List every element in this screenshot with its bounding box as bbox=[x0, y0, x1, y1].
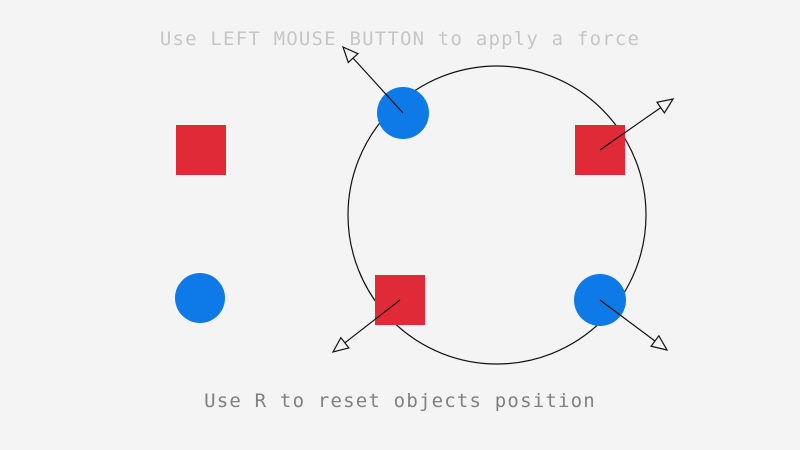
boundary-layer bbox=[347, 65, 647, 365]
hint-text-apply-force: Use LEFT MOUSE BUTTON to apply a force bbox=[159, 28, 641, 50]
force-vector-bottom-right-circle bbox=[599, 299, 669, 351]
boundary-circle bbox=[347, 65, 647, 365]
square-left-static[interactable] bbox=[176, 125, 226, 175]
circle-top-left-static[interactable] bbox=[175, 273, 225, 323]
force-vectors-layer bbox=[331, 45, 675, 353]
hint-text-reset: Use R to reset objects position bbox=[204, 390, 596, 412]
force-vector-bottom-left-square bbox=[331, 299, 401, 353]
force-vector-top-right-square bbox=[599, 98, 675, 151]
force-vector-top-circle bbox=[341, 45, 404, 114]
bodies-layer[interactable] bbox=[175, 87, 626, 326]
